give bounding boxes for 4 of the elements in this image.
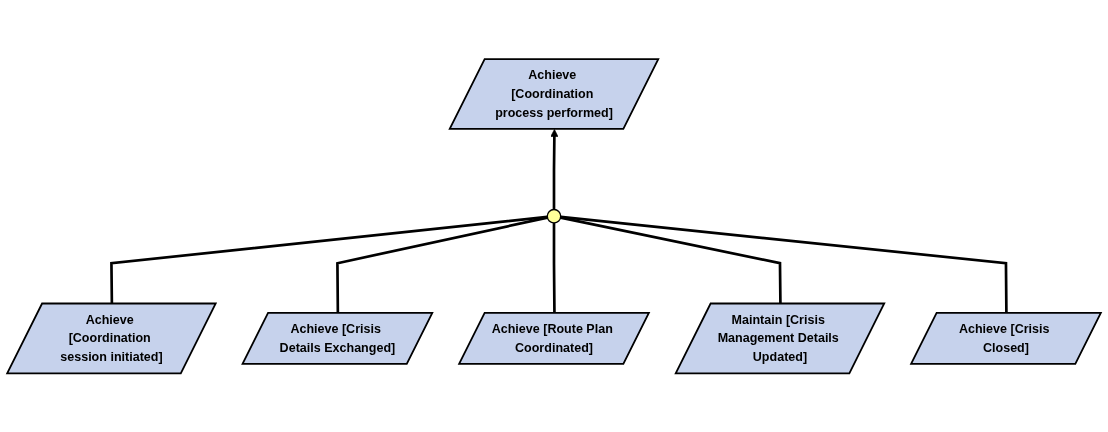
node-circle [546,208,562,224]
connector [560,216,782,304]
connector [110,215,548,304]
arrow [550,128,559,210]
